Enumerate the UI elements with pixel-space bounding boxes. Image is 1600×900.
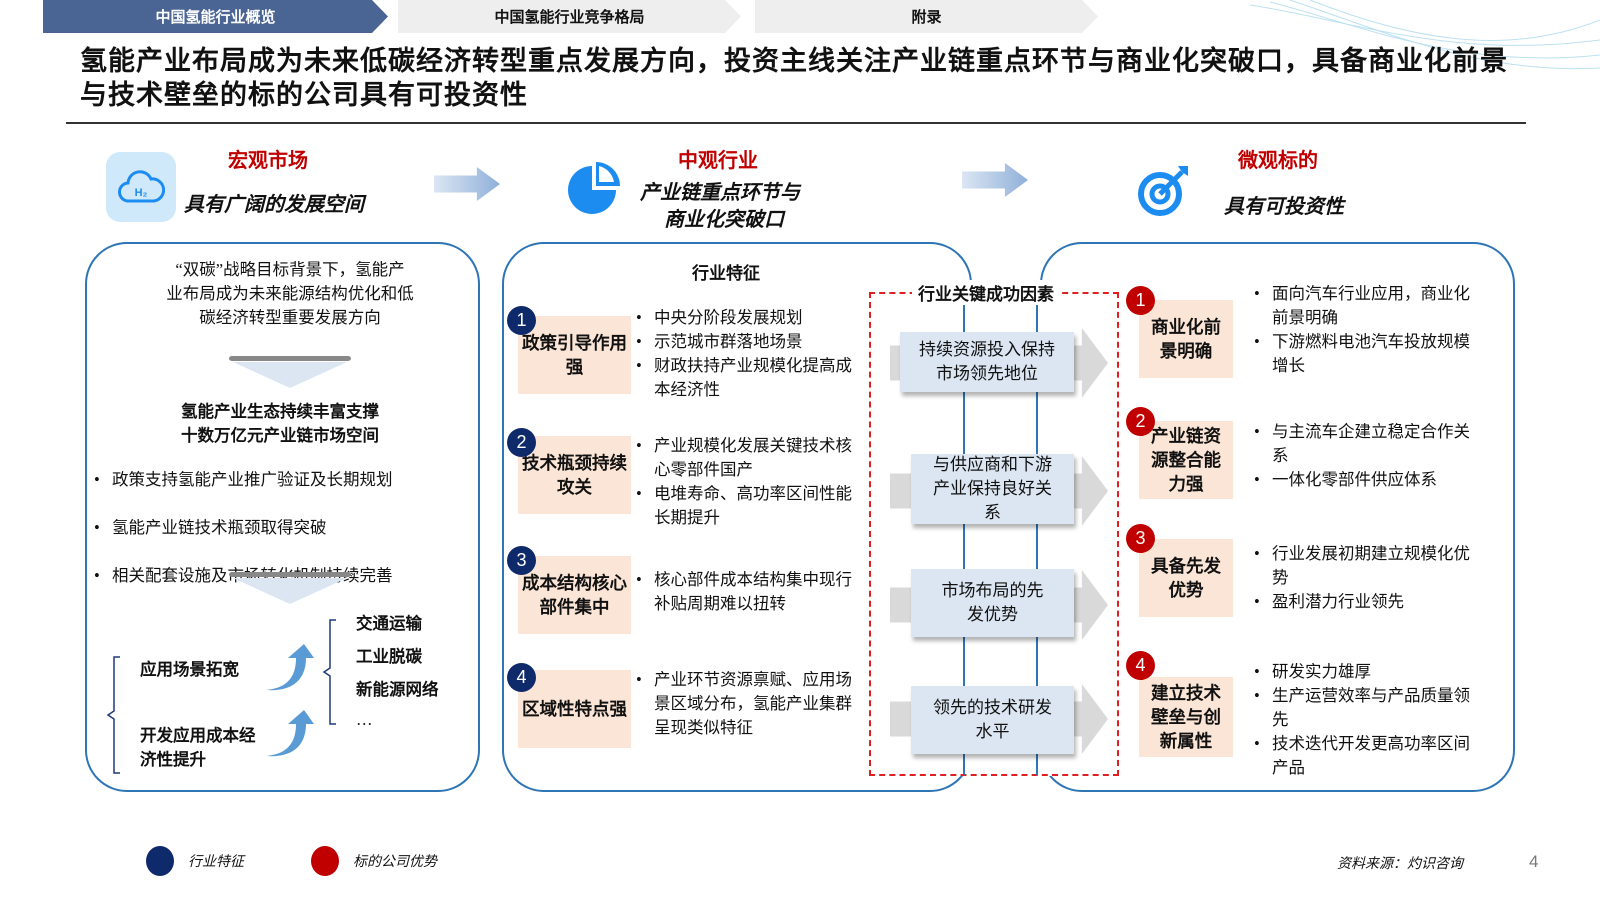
feature-number-badge: 2: [507, 428, 536, 457]
industry-features-heading: 行业特征: [692, 264, 760, 283]
advantage-bullet: 面向汽车行业应用，商业化前景明确: [1252, 282, 1482, 330]
page-title: 氢能产业布局成为未来低碳经济转型重点发展方向，投资主线关注产业链重点环节与商业化…: [80, 46, 1508, 110]
legend-label: 行业特征: [188, 855, 244, 870]
feature-bullets: 产业规模化发展关键技术核心零部件国产 电堆寿命、高功率区间性能长期提升: [634, 434, 856, 530]
flow-arrow-icon: [434, 167, 500, 201]
headline-line: 氢能产业生态持续丰富支撑: [181, 402, 379, 421]
key-factor-box: 领先的技术研发水平: [911, 686, 1074, 754]
feature-bullet: 产业环节资源禀赋、应用场景区域分布，氢能产业集群呈现类似特征: [634, 668, 856, 740]
legend-dot-red: [311, 846, 339, 876]
h2-cloud-icon: H₂: [106, 152, 176, 222]
application-item: …: [356, 710, 373, 729]
key-factor-box: 市场布局的先发优势: [911, 569, 1074, 637]
feature-bullet: 核心部件成本结构集中现行补贴周期难以扭转: [634, 568, 856, 616]
application-item: 新能源网络: [356, 680, 439, 699]
advantage-box: 产业链资源整合能力强: [1139, 421, 1233, 499]
feature-bullets: 核心部件成本结构集中现行补贴周期难以扭转: [634, 568, 856, 616]
key-factor-box: 与供应商和下游产业保持良好关系: [911, 454, 1074, 524]
connector-line: [963, 305, 965, 775]
feature-bullet: 财政扶持产业规模化提高成本经济性: [634, 354, 856, 402]
feature-box: 成本结构核心部件集中: [518, 556, 631, 634]
intro-line: “双碳”战略目标背景下，氢能产: [175, 260, 405, 279]
meso-subtitle-line1: 产业链重点环节与: [640, 182, 800, 204]
feature-number-badge: 3: [507, 546, 536, 575]
pie-chart-icon: [568, 162, 620, 214]
feature-bullet: 示范城市群落地场景: [634, 330, 856, 354]
curved-up-arrow-icon: [266, 644, 314, 691]
micro-heading: 微观标的: [1238, 150, 1318, 172]
advantage-number-badge: 3: [1126, 524, 1155, 553]
feature-bullet: 电堆寿命、高功率区间性能长期提升: [634, 482, 856, 530]
application-item: 交通运输: [356, 614, 422, 633]
feature-box: 区域性特点强: [518, 670, 631, 748]
advantage-bullet: 与主流车企建立稳定合作关系: [1252, 420, 1482, 468]
intro-line: 碳经济转型重要发展方向: [199, 308, 381, 327]
legend-dot-navy: [146, 846, 174, 876]
advantage-bullet: 技术迭代开发更高功率区间产品: [1252, 732, 1482, 780]
advantage-number-badge: 1: [1126, 286, 1155, 315]
driver-label: 开发应用成本经济性提升: [140, 726, 256, 769]
key-factor-box: 持续资源投入保持市场领先地位: [900, 332, 1074, 392]
feature-bullet: 中央分阶段发展规划: [634, 306, 856, 330]
page-number: 4: [1529, 852, 1539, 871]
application-item: 工业脱碳: [356, 647, 422, 666]
title-divider: [66, 122, 1526, 124]
key-factors-heading: 行业关键成功因素: [912, 280, 1060, 305]
advantage-bullets: 与主流车企建立稳定合作关系 一体化零部件供应体系: [1252, 420, 1482, 492]
tab-hydrogen-overview[interactable]: 中国氢能行业概览: [43, 0, 388, 33]
advantage-number-badge: 4: [1126, 651, 1155, 680]
meso-heading: 中观行业: [678, 150, 758, 172]
tab-competition-landscape[interactable]: 中国氢能行业竞争格局: [398, 0, 741, 33]
driver-label: 应用场景拓宽: [140, 660, 239, 679]
advantage-number-badge: 2: [1126, 407, 1155, 436]
feature-bullet: 产业规模化发展关键技术核心零部件国产: [634, 434, 856, 482]
advantage-bullet: 一体化零部件供应体系: [1252, 468, 1482, 492]
bracket-left: [106, 656, 120, 774]
advantage-bullet: 研发实力雄厚: [1252, 660, 1482, 684]
curved-up-arrow-icon: [266, 710, 314, 757]
feature-number-badge: 1: [507, 306, 536, 335]
intro-line: 业布局成为未来能源结构优化和低: [166, 284, 414, 303]
feature-box: 政策引导作用强: [518, 316, 631, 394]
advantage-box: 具备先发优势: [1139, 539, 1233, 617]
meso-subtitle-line2: 商业化突破口: [664, 209, 784, 231]
target-icon: [1138, 166, 1188, 216]
advantage-bullet: 行业发展初期建立规模化优势: [1252, 542, 1482, 590]
macro-subtitle: 具有广阔的发展空间: [184, 194, 364, 216]
down-arrow-icon: [229, 572, 351, 604]
feature-bullets: 产业环节资源禀赋、应用场景区域分布，氢能产业集群呈现类似特征: [634, 668, 856, 740]
macro-bullet: 政策支持氢能产业推广验证及长期规划: [92, 468, 1600, 492]
connector-line: [1036, 305, 1038, 775]
tab-appendix[interactable]: 附录: [755, 0, 1098, 33]
macro-heading: 宏观市场: [228, 150, 308, 172]
headline-line: 十数万亿元产业链市场空间: [181, 426, 379, 445]
flow-arrow-icon: [962, 163, 1028, 197]
feature-box: 技术瓶颈持续攻关: [518, 436, 631, 514]
macro-bullet: 氢能产业链技术瓶颈取得突破: [92, 516, 1600, 540]
source-note: 资料来源：灼识咨询: [1337, 857, 1463, 872]
advantage-box: 建立技术壁垒与创新属性: [1139, 677, 1233, 757]
feature-bullets: 中央分阶段发展规划 示范城市群落地场景 财政扶持产业规模化提高成本经济性: [634, 306, 856, 402]
advantage-bullets: 研发实力雄厚 生产运营效率与产品质量领先 技术迭代开发更高功率区间产品: [1252, 660, 1482, 780]
bracket-right: [322, 619, 336, 725]
advantage-bullet: 生产运营效率与产品质量领先: [1252, 684, 1482, 732]
advantage-bullets: 面向汽车行业应用，商业化前景明确 下游燃料电池汽车投放规模增长: [1252, 282, 1482, 378]
feature-number-badge: 4: [507, 663, 536, 692]
advantage-box: 商业化前景明确: [1139, 300, 1233, 378]
advantage-bullet: 盈利潜力行业领先: [1252, 590, 1482, 614]
decorative-waves: [1250, 0, 1600, 70]
svg-text:H₂: H₂: [135, 187, 148, 199]
advantage-bullets: 行业发展初期建立规模化优势 盈利潜力行业领先: [1252, 542, 1482, 614]
legend-label: 标的公司优势: [353, 855, 437, 870]
down-arrow-icon: [229, 356, 351, 388]
micro-subtitle: 具有可投资性: [1224, 196, 1344, 218]
advantage-bullet: 下游燃料电池汽车投放规模增长: [1252, 330, 1482, 378]
